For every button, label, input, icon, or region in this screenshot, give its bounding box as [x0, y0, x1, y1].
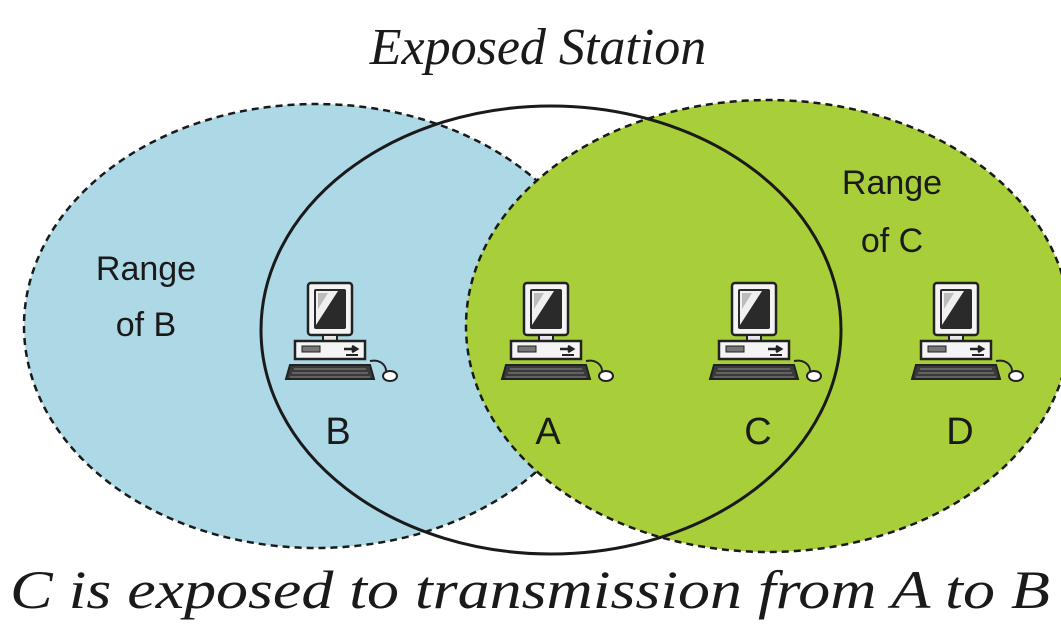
range-b-label-line1: Range: [96, 250, 196, 288]
station-b-label: B: [325, 411, 350, 453]
station-d-label: D: [946, 411, 973, 453]
diagram-title: Exposed Station: [369, 19, 707, 76]
range-b-label-line2: of B: [116, 306, 176, 344]
range-a-outline: [259, 104, 843, 556]
station-a-label: A: [535, 411, 561, 453]
range-c-label-line1: Range: [842, 164, 942, 202]
range-c-label-line2: of C: [861, 222, 923, 260]
station-c-label: C: [744, 411, 771, 453]
diagram-caption: C is exposed to transmission from A to B: [10, 560, 1050, 620]
